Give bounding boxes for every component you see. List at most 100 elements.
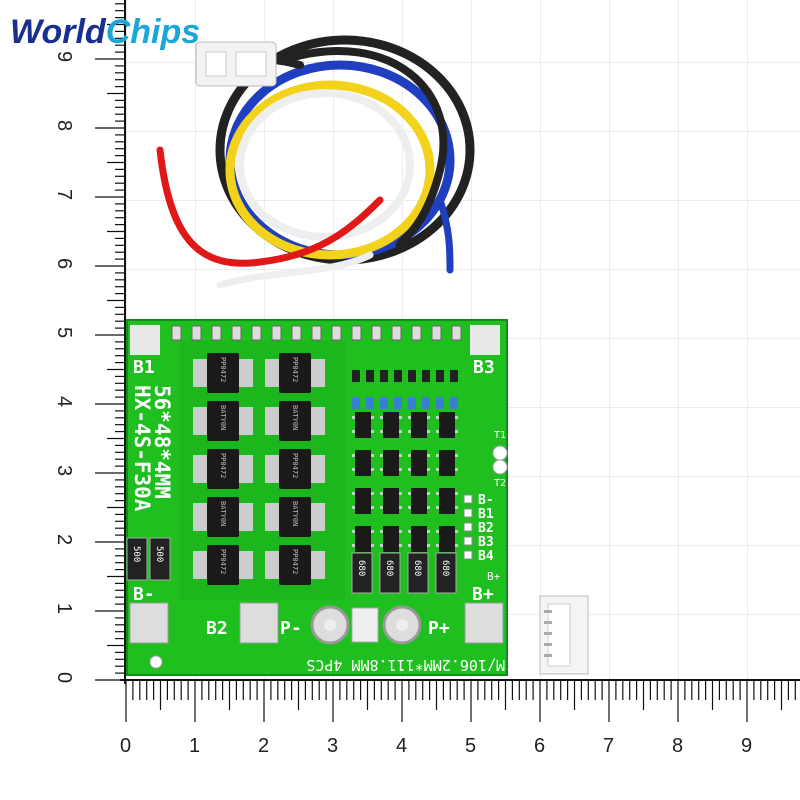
pin-hole [463, 508, 473, 518]
pin-label: B- [478, 493, 494, 508]
smd-part [431, 325, 442, 341]
smd-part [366, 397, 374, 409]
pin-label: B4 [478, 549, 494, 564]
pin-hole [463, 536, 473, 546]
x-ruler-label: 9 [741, 735, 752, 757]
ic-chip [411, 488, 427, 514]
svg-text:680: 680 [412, 560, 422, 576]
pin-label: B2 [478, 521, 494, 536]
svg-text:PP0472: PP0472 [291, 549, 299, 574]
brand-chips: Chips [106, 13, 200, 51]
smd-part [352, 397, 360, 409]
ic-chip [355, 488, 371, 514]
mosfet-chip: PP0472 [265, 353, 325, 393]
pin-hole [463, 550, 473, 560]
y-ruler-label: 2 [53, 534, 75, 545]
smd-part [436, 370, 444, 382]
smd-part [436, 397, 444, 409]
y-ruler-label: 5 [53, 327, 75, 338]
smd-part [171, 325, 182, 341]
smd-part [331, 325, 342, 341]
label-p-minus: P- [280, 618, 302, 639]
smd-part [191, 325, 202, 341]
label-pin-bplus: B+ [487, 570, 501, 583]
resistor [351, 552, 373, 594]
connector-pin [544, 621, 552, 624]
label-b1: B1 [133, 357, 155, 378]
svg-text:PP0472: PP0472 [291, 357, 299, 382]
smd-part [450, 397, 458, 409]
ic-chip [355, 412, 371, 438]
smd-part [422, 397, 430, 409]
smd-part [231, 325, 242, 341]
x-ruler-label: 3 [327, 735, 338, 757]
svg-text:PP0472: PP0472 [219, 549, 227, 574]
ic-chip [439, 526, 455, 552]
mosfet-chip: BATY0N [193, 401, 253, 441]
label-p-plus: P+ [428, 618, 450, 639]
label-b-minus: B- [133, 584, 155, 605]
svg-text:BATY0N: BATY0N [219, 405, 227, 430]
svg-text:WorldChips: WorldChips [10, 13, 200, 51]
brand-world: World [10, 13, 107, 51]
ic-chip [355, 450, 371, 476]
label-b3: B3 [473, 357, 495, 378]
pad-b3 [470, 325, 500, 355]
pin-label: B1 [478, 507, 494, 522]
svg-text:BATY0N: BATY0N [291, 501, 299, 526]
connector-pin [544, 654, 552, 657]
label-t1: T1 [494, 430, 506, 441]
x-ruler-label: 6 [534, 735, 545, 757]
smd-part [366, 370, 374, 382]
smd-part [450, 370, 458, 382]
mosfet-chip: BATY0N [193, 497, 253, 537]
svg-text:680: 680 [356, 560, 366, 576]
svg-text:500: 500 [154, 546, 164, 562]
mosfet-chip: BATY0N [265, 497, 325, 537]
smd-part [351, 325, 362, 341]
y-ruler-label: 3 [53, 465, 75, 476]
x-ruler-label: 4 [396, 735, 407, 757]
smd-part [422, 370, 430, 382]
pcb-board: PP0472BATY0NPP0472BATY0NPP0472PP0472BATY… [126, 319, 508, 676]
svg-text:PP0472: PP0472 [291, 453, 299, 478]
smd-part [408, 370, 416, 382]
smd-part [391, 325, 402, 341]
svg-text:BATY0N: BATY0N [291, 405, 299, 430]
ic-chip [411, 412, 427, 438]
ic-chip [411, 450, 427, 476]
resistor [435, 552, 457, 594]
resistor [379, 552, 401, 594]
balance-connector [539, 595, 589, 675]
pin-hole [463, 522, 473, 532]
wire-harness [156, 35, 475, 289]
smd-part [371, 325, 382, 341]
pad-b1 [130, 325, 160, 355]
model-label-a: HX-4S-F30A [130, 385, 154, 512]
smd-part [394, 397, 402, 409]
svg-text:PP0472: PP0472 [219, 453, 227, 478]
x-ruler-label: 2 [258, 735, 269, 757]
y-ruler-label: 9 [53, 51, 75, 62]
x-ruler-label: 0 [120, 735, 131, 757]
y-ruler-label: 1 [53, 603, 75, 614]
pad-b2 [239, 602, 279, 644]
resistor [149, 537, 171, 581]
x-ruler-label: 7 [603, 735, 614, 757]
mosfet-chip: PP0472 [265, 449, 325, 489]
smd-part [311, 325, 322, 341]
ic-chip [439, 412, 455, 438]
smd-part [211, 325, 222, 341]
pad-b-minus [129, 602, 169, 644]
x-ruler-label: 8 [672, 735, 683, 757]
smd-part [291, 325, 302, 341]
pin-label: B3 [478, 535, 494, 550]
y-ruler-label: 6 [53, 258, 75, 269]
x-ruler-label: 1 [189, 735, 200, 757]
brand-logo: WorldChips [10, 13, 200, 51]
svg-text:PP0472: PP0472 [219, 357, 227, 382]
